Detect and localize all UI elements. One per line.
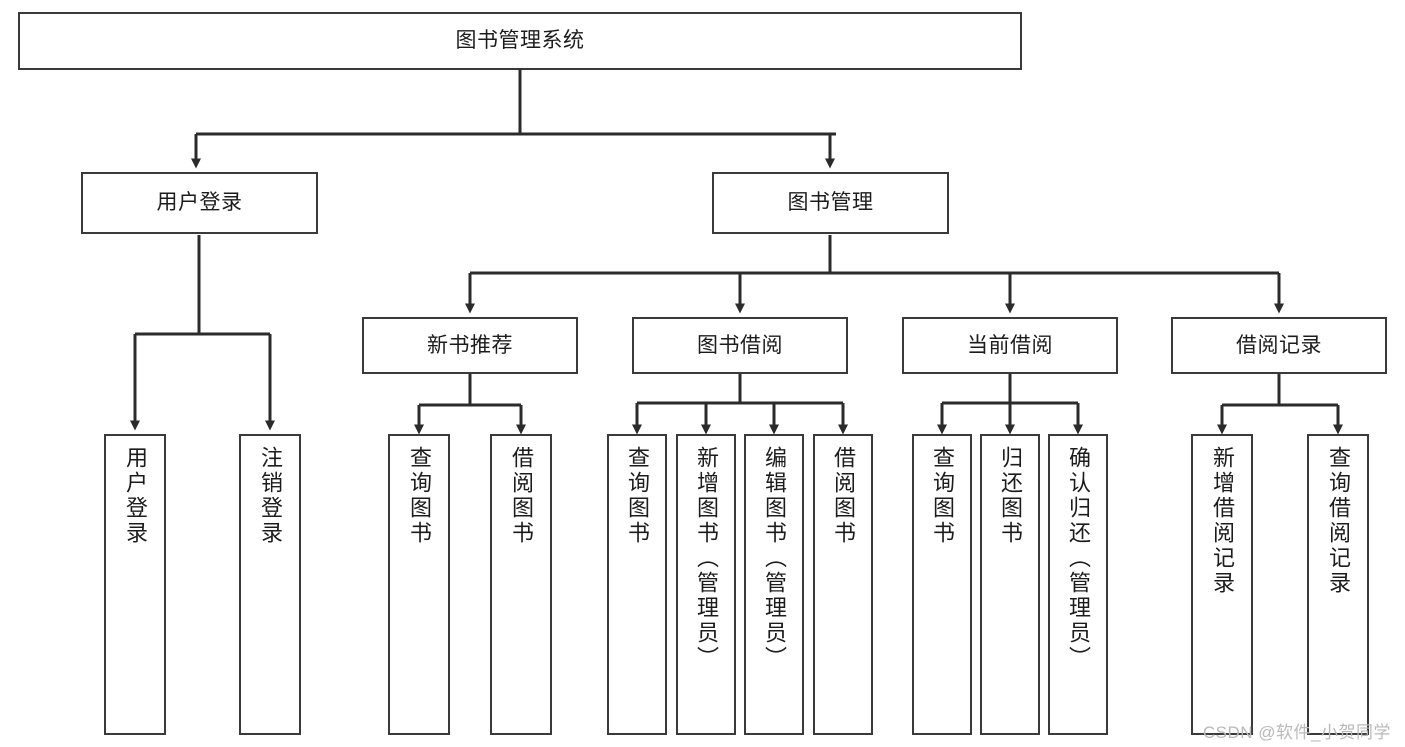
node-current-borrow[interactable]: 当前借阅 [902,317,1118,374]
node-new-book-recommend-label: 新书推荐 [427,333,513,357]
node-book-borrow-label: 图书借阅 [697,333,783,357]
node-root[interactable]: 图书管理系统 [18,12,1022,70]
node-leaf-query-borrow-record-label: 查询借阅记录 [1326,446,1351,596]
node-borrow-record[interactable]: 借阅记录 [1171,317,1387,374]
node-leaf-borrow-book-recommend-label: 借阅图书 [509,446,534,546]
node-user-login-label: 用户登录 [156,191,243,215]
node-leaf-user-login[interactable]: 用户登录 [104,434,166,735]
node-leaf-query-book[interactable]: 查询图书 [607,434,667,735]
node-book-manage[interactable]: 图书管理 [712,172,949,234]
node-new-book-recommend[interactable]: 新书推荐 [362,317,578,374]
node-leaf-edit-book[interactable]: 编辑图书（管理员） [744,434,804,735]
node-leaf-query-book-current[interactable]: 查询图书 [912,434,972,735]
node-leaf-edit-book-label: 编辑图书（管理员） [762,446,787,671]
node-leaf-borrow-book-recommend[interactable]: 借阅图书 [490,434,552,735]
node-leaf-logout-label: 注销登录 [258,446,283,546]
node-leaf-query-book-recommend-label: 查询图书 [407,446,432,546]
node-leaf-return-book-label: 归还图书 [998,446,1023,546]
node-borrow-record-label: 借阅记录 [1236,333,1322,357]
node-leaf-query-book-label: 查询图书 [625,446,650,546]
node-leaf-add-borrow-record[interactable]: 新增借阅记录 [1191,434,1253,735]
node-leaf-user-login-label: 用户登录 [123,446,148,546]
node-book-borrow[interactable]: 图书借阅 [632,317,848,374]
watermark-text: CSDN @软件_小贺同学 [1202,723,1391,742]
node-current-borrow-label: 当前借阅 [967,333,1053,357]
node-leaf-query-book-recommend[interactable]: 查询图书 [388,434,450,735]
node-leaf-add-book[interactable]: 新增图书（管理员） [676,434,736,735]
node-leaf-query-book-current-label: 查询图书 [930,446,955,546]
node-book-manage-label: 图书管理 [787,191,874,215]
node-leaf-confirm-return-label: 确认归还（管理员） [1066,446,1091,671]
node-leaf-confirm-return[interactable]: 确认归还（管理员） [1048,434,1108,735]
node-leaf-borrow-book-label: 借阅图书 [831,446,856,546]
node-leaf-logout[interactable]: 注销登录 [239,434,301,735]
node-leaf-borrow-book[interactable]: 借阅图书 [813,434,873,735]
node-user-login[interactable]: 用户登录 [81,172,318,234]
node-leaf-query-borrow-record[interactable]: 查询借阅记录 [1307,434,1369,735]
node-leaf-add-borrow-record-label: 新增借阅记录 [1210,446,1235,596]
node-leaf-add-book-label: 新增图书（管理员） [694,446,719,671]
node-leaf-return-book[interactable]: 归还图书 [980,434,1040,735]
node-root-label: 图书管理系统 [455,29,585,53]
